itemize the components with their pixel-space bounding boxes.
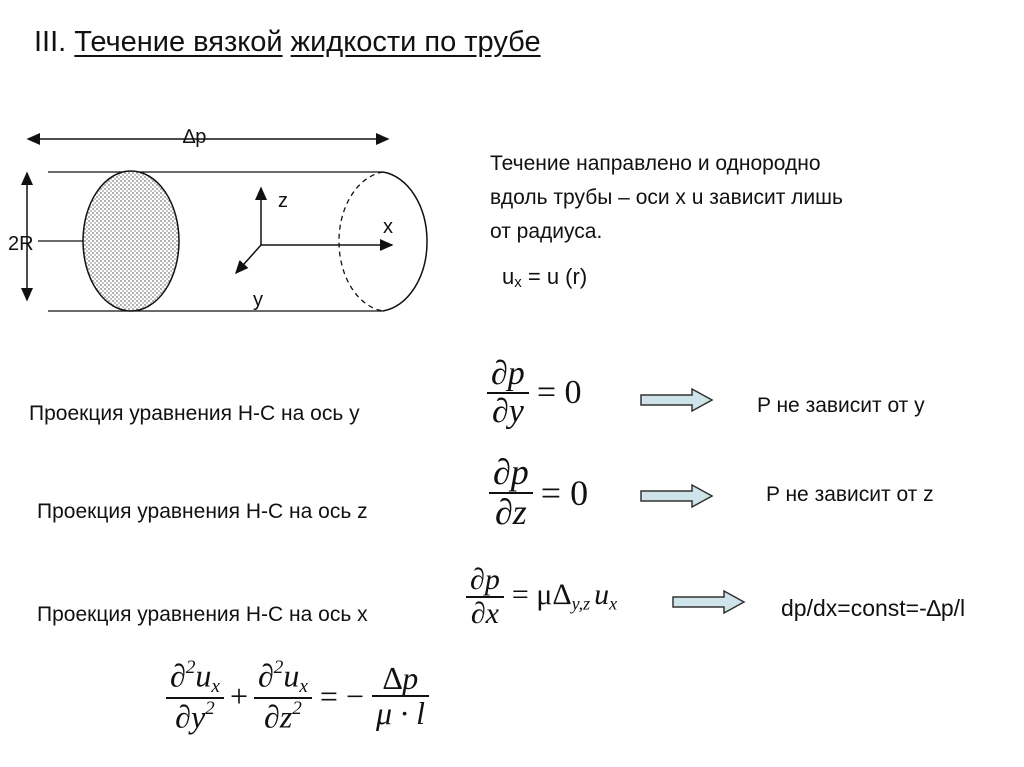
slide-title: III. Течение вязкой жидкости по трубе	[34, 26, 541, 59]
dp-dz-equation: ∂p∂z = 0	[489, 453, 588, 532]
projection-y-label: Проекция уравнения Н-С на ось y	[29, 402, 360, 425]
implies-arrow	[640, 483, 714, 509]
implies-arrow	[672, 589, 746, 615]
final-equation: ∂2ux ∂y2 + ∂2ux ∂z2 = − ∆p μ · l	[166, 657, 429, 734]
flow-description: Течение направлено и однородно вдоль тру…	[490, 147, 843, 249]
dp-label: ∆p	[183, 126, 207, 148]
projection-x-label: Проекция уравнения Н-С на ось x	[37, 603, 368, 626]
pipe-end-hidden-edge	[338, 171, 384, 312]
dp-dy-equation: ∂p∂y = 0	[487, 356, 582, 429]
y-axis-label: y	[253, 289, 263, 311]
pipe-end-visible-edge	[382, 171, 428, 312]
description-line: от радиуса.	[490, 220, 603, 243]
velocity-equation: ux = u (r)	[502, 264, 588, 291]
implies-arrow	[640, 387, 714, 413]
title-part-1: Течение вязкой	[74, 26, 283, 58]
y-axis	[235, 244, 262, 275]
title-part-2: жидкости по трубе	[290, 26, 541, 58]
result-y: P не зависит от y	[757, 394, 925, 417]
x-axis-label: x	[383, 216, 393, 238]
pipe-diagram	[21, 133, 428, 312]
result-x: dp/dx=const=-∆p/l	[781, 595, 966, 621]
z-axis-label: z	[278, 190, 288, 212]
description-line: вдоль трубы – оси x u зависит лишь	[490, 186, 843, 209]
title-prefix: III.	[34, 26, 67, 58]
hatched-cross-section	[82, 170, 180, 312]
result-z: P не зависит от z	[766, 483, 934, 506]
description-line: Течение направлено и однородно	[490, 152, 821, 175]
radius-label: 2R	[8, 233, 34, 255]
projection-z-label: Проекция уравнения Н-С на ось z	[37, 500, 368, 523]
